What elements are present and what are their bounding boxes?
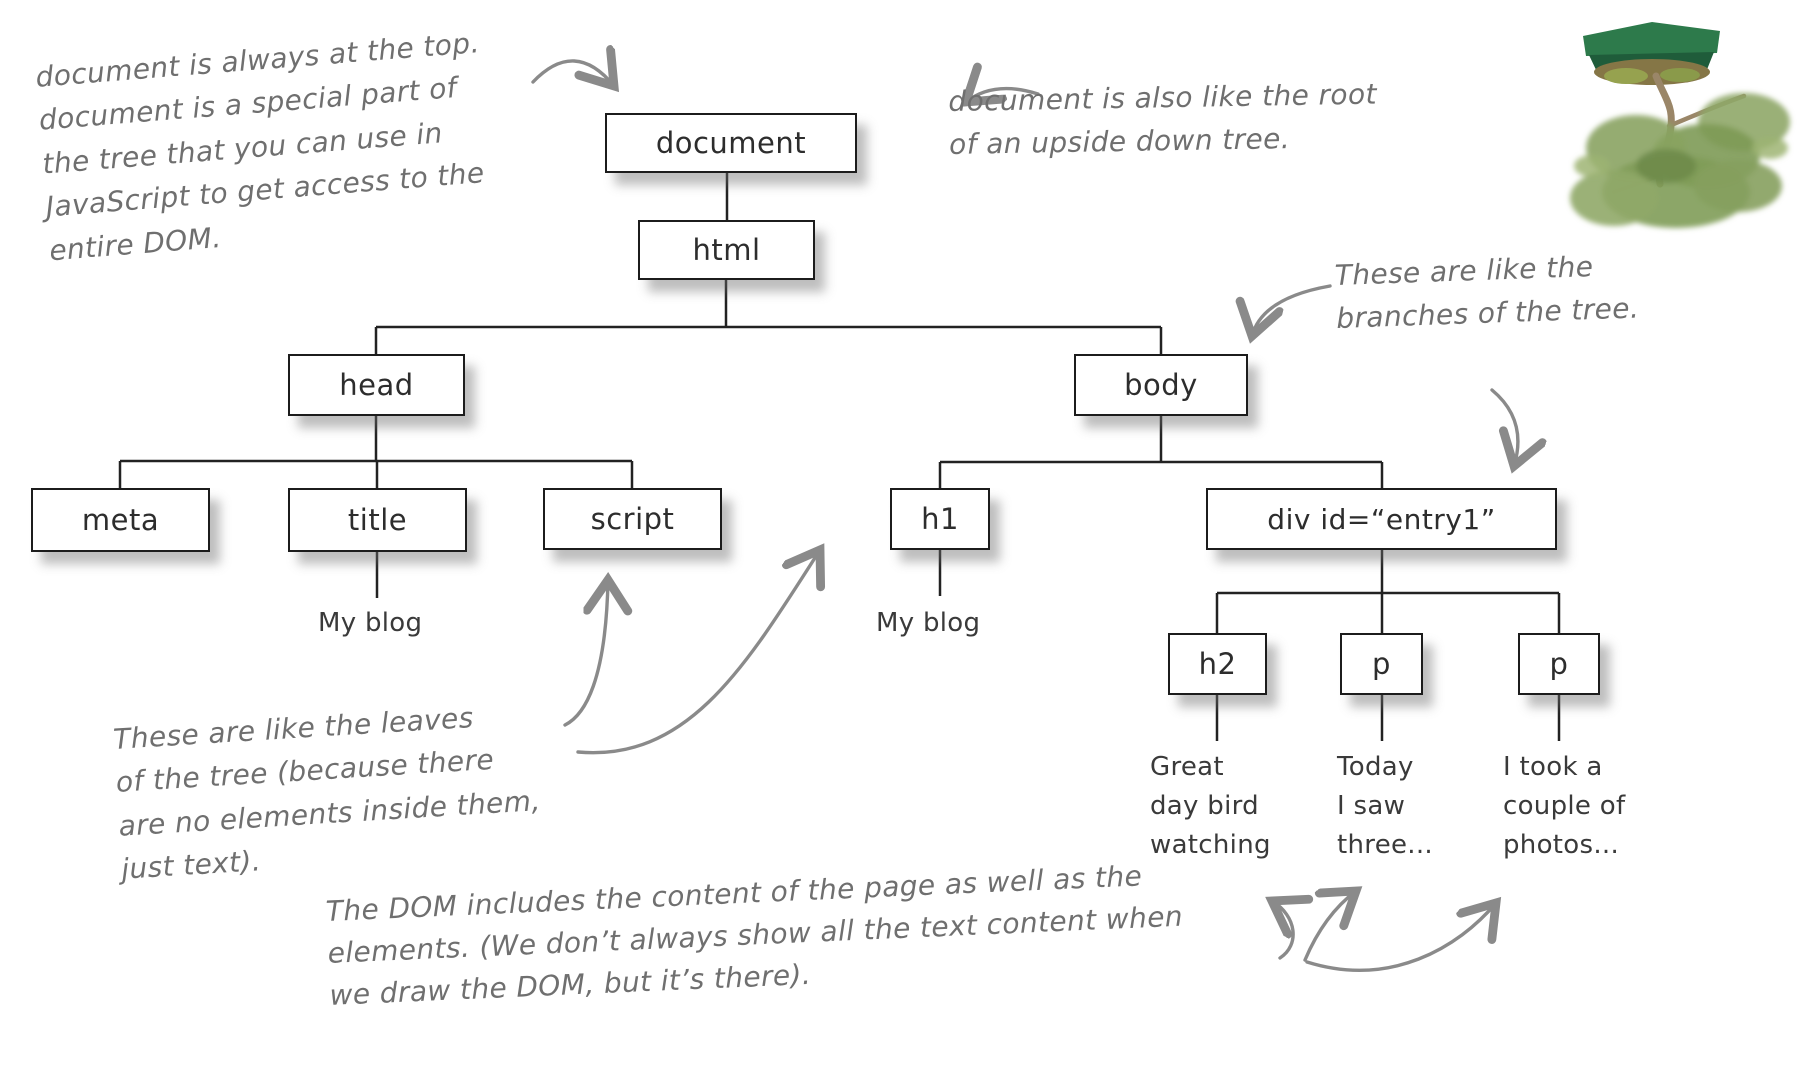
node-document: document [605, 113, 857, 173]
node-h2: h2 [1168, 633, 1267, 695]
text-leaf-p-second: I took a couple of photos... [1503, 752, 1626, 860]
node-div-entry1: div id=“entry1” [1206, 488, 1557, 550]
text-leaf-h2: Great day bird watching [1150, 752, 1271, 860]
node-script: script [543, 488, 722, 550]
node-p-first: p [1340, 633, 1423, 695]
bonsai-foliage [1570, 93, 1790, 228]
arrow-to-div-branches-icon [1490, 388, 1518, 466]
bonsai-pot [1583, 22, 1720, 85]
node-head: head [288, 354, 465, 416]
node-title: title [288, 488, 467, 552]
node-meta: meta [31, 488, 210, 552]
annotation-branches: These are like the branches of the tree. [1334, 249, 1640, 336]
arrow-to-document-top-icon [531, 61, 614, 86]
node-h1: h1 [890, 488, 990, 550]
annotation-leaves: These are like the leaves of the tree (b… [112, 700, 542, 886]
text-leaf-h1: My blog [876, 608, 981, 638]
annotation-dom-content: The DOM includes the content of the page… [325, 859, 1184, 1012]
text-leaf-title: My blog [318, 608, 423, 638]
arrow-to-script-leaf-icon [563, 580, 608, 727]
arrow-to-photos-text-icon [1305, 903, 1496, 972]
arrow-to-h1-leaf-icon [576, 550, 820, 755]
upside-down-bonsai-image [1570, 22, 1790, 228]
node-html: html [638, 220, 815, 280]
arrow-to-body-branches-icon [1252, 284, 1332, 336]
arrow-to-three-text-icon [1303, 891, 1356, 962]
node-body: body [1074, 354, 1248, 416]
annotation-document-top: document is always at the top. document … [34, 26, 486, 267]
node-p-second: p [1518, 633, 1600, 695]
annotation-upside-down-root: document is also like the root of an ups… [948, 77, 1378, 162]
text-leaf-p-first: Today I saw three... [1337, 752, 1433, 860]
arrow-to-watching-text-icon [1272, 901, 1293, 960]
